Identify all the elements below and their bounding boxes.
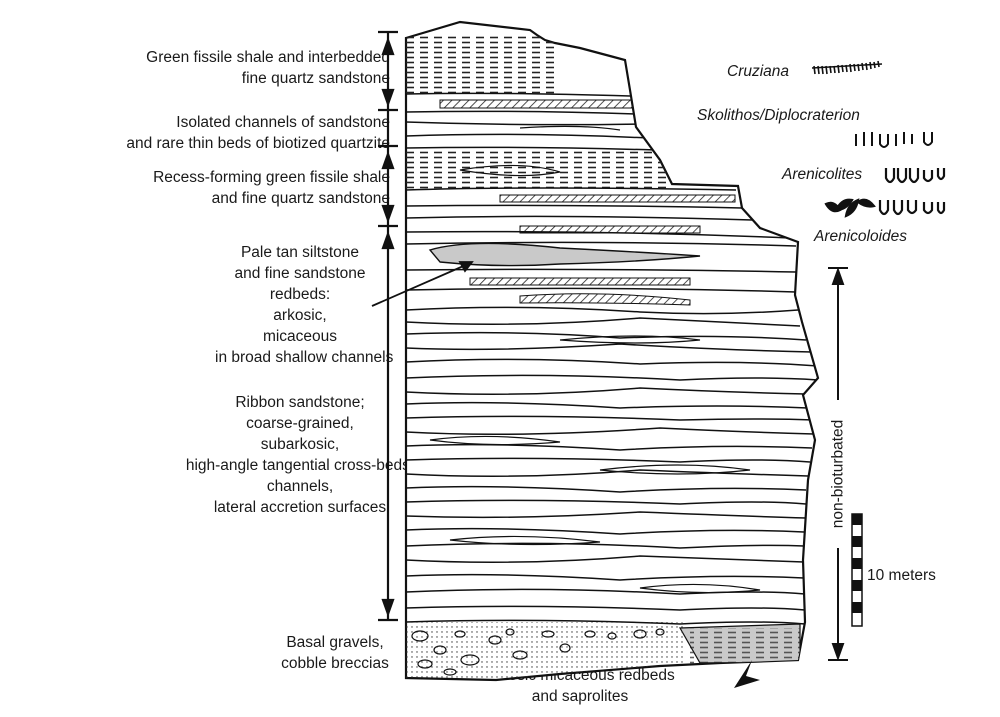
trace-fossil-cruziana-label: Cruziana xyxy=(727,63,790,80)
unit-ribbon-sandstone-label: Ribbon sandstone; coarse-grained, subark… xyxy=(175,392,425,518)
gravel-clasts xyxy=(411,628,665,676)
left-range-markers xyxy=(378,30,398,622)
unit-label-line: channels, xyxy=(266,478,334,495)
scale-bar xyxy=(851,513,863,627)
unit-label-line: Isolated channels of sandstone xyxy=(176,114,390,131)
unit-isolated-channels-label: Isolated channels of sandstone and rare … xyxy=(126,112,390,154)
unit-label-line: in broad shallow channels xyxy=(215,349,394,366)
unit-label-line: and fine quartz sandstone xyxy=(211,190,390,207)
unit-label-line: lateral accretion surfaces xyxy=(213,499,387,516)
trace-fossil-arenicolites-label: Arenicolites xyxy=(782,166,863,183)
unit-recess-forming-shale-label: Recess-forming green fissile shale and f… xyxy=(153,167,390,209)
unit-label-line: cobble breccias xyxy=(281,655,389,672)
arenicoloides-trace-icon xyxy=(824,198,946,218)
quartzite-bed xyxy=(519,225,701,234)
skolithos-trace-icon xyxy=(855,132,933,148)
unit-label-line: and rare thin beds of biotized quartzite xyxy=(126,135,390,152)
trace-fossil-skolithos-label: Skolithos/Diplocraterion xyxy=(697,107,860,124)
redbeds-pattern xyxy=(690,628,800,664)
siltstone-lens xyxy=(428,242,701,267)
unit-label-line: arkosic, xyxy=(273,307,327,324)
unit-label-line: high-angle tangential cross-beds, xyxy=(185,457,415,474)
unit-label-line: Recess-forming green fissile shale xyxy=(153,169,390,186)
unit-label-line: coarse-grained, xyxy=(246,415,354,432)
unit-label-line: Pale tan siltstone xyxy=(240,244,360,261)
arkosic-pointer-arrow xyxy=(734,660,760,688)
unit-label-line: redbeds: xyxy=(269,286,331,303)
unit-pale-tan-siltstone-label: Pale tan siltstone and fine sandstone re… xyxy=(215,242,394,368)
unit-label-line: micaceous xyxy=(262,328,338,345)
trace-fossil-arenicoloides-label: Arenicoloides xyxy=(814,228,908,245)
scale-bar-label: 10 meters xyxy=(867,567,936,584)
quartzite-bed xyxy=(499,194,736,203)
unit-label-line: Green fissile shale and interbedded xyxy=(146,49,390,66)
channel-lenses xyxy=(429,125,761,594)
bedding-lines xyxy=(406,92,818,625)
unit-label-line: fine quartz sandstone xyxy=(241,70,390,87)
arkosic-redbeds-line: and saprolites xyxy=(531,688,629,705)
column-interior xyxy=(406,36,818,680)
unit-label-line: subarkosic, xyxy=(260,436,340,453)
cruziana-trace-icon xyxy=(811,60,883,75)
unit-label-line: Ribbon sandstone; xyxy=(235,394,365,411)
arenicolites-trace-icon xyxy=(884,168,946,184)
unit-green-fissile-shale-label: Green fissile shale and interbedded fine… xyxy=(146,47,390,89)
unit-basal-gravels-label: Basal gravels, cobble breccias xyxy=(270,632,400,674)
quartzite-bed xyxy=(469,277,691,286)
shale-pattern-top xyxy=(406,36,556,94)
unit-label-line: and fine sandstone xyxy=(234,265,366,282)
non-bioturbated-range xyxy=(828,267,848,661)
unit-label-line: Basal gravels, xyxy=(286,634,384,651)
redbeds-pointer-arrow xyxy=(371,261,474,307)
non-bioturbated-label: non-bioturbated xyxy=(827,416,849,532)
shale-pattern-middle xyxy=(406,150,666,190)
quartzite-lens xyxy=(519,293,691,306)
quartzite-bed xyxy=(439,99,641,109)
